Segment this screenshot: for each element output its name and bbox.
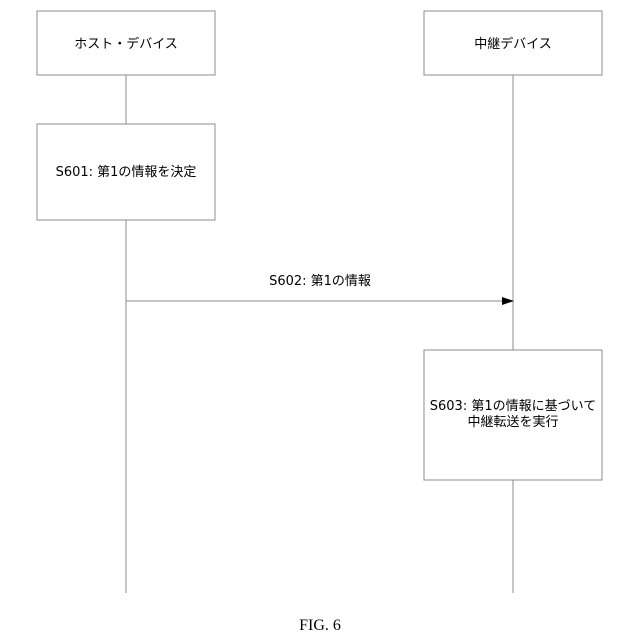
relay-device-box: 中継デバイス [424,11,602,75]
figure-caption: FIG. 6 [299,617,341,634]
step-s601-label: S601: 第1の情報を決定 [56,165,197,180]
step-s601-box: S601: 第1の情報を決定 [37,124,215,220]
step-s603-box: S603: 第1の情報に基づいて 中継転送を実行 [424,350,602,480]
relay-device-label: 中継デバイス [474,36,552,52]
step-s602-label: S602: 第1の情報 [269,274,371,289]
step-s603-label-line1: S603: 第1の情報に基づいて [430,399,596,414]
host-device-label: ホスト・デバイス [74,36,178,52]
host-device-box: ホスト・デバイス [37,11,215,75]
step-s603-label-line2: 中継転送を実行 [467,414,558,430]
